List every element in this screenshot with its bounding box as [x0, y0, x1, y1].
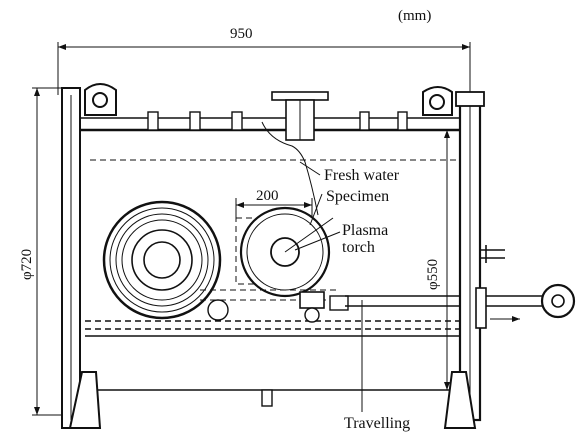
- left-viewport: [102, 200, 222, 320]
- fresh-water-label: Fresh water: [324, 167, 400, 184]
- width-dimension-label: 950: [230, 26, 253, 42]
- width-dimension: [57, 42, 471, 95]
- lifting-lug-right: [422, 86, 453, 116]
- torch-label: torch: [342, 239, 375, 256]
- specimen-viewport: [235, 206, 334, 298]
- inner-diameter-label: φ550: [425, 259, 441, 290]
- torch-carriage: [207, 291, 349, 323]
- window-dimension: [235, 198, 313, 218]
- top-ports: [147, 111, 408, 131]
- plasma-label: Plasma: [342, 222, 388, 239]
- left-flange: [61, 87, 81, 429]
- leader-lines: [294, 161, 363, 412]
- specimen-label: Specimen: [326, 188, 389, 205]
- outer-diameter-label: φ720: [19, 249, 35, 280]
- support-legs: [68, 371, 477, 429]
- specimen-guides: [200, 289, 340, 301]
- window-dimension-label: 200: [256, 188, 279, 204]
- unit-label: (mm): [398, 8, 431, 24]
- right-flange: [455, 91, 487, 422]
- inner-diameter-dimension: [444, 130, 450, 390]
- travelling-rail: [85, 320, 460, 337]
- water-surface: [90, 121, 460, 216]
- lifting-lug-left: [84, 83, 117, 116]
- outer-diameter-dimension: [32, 87, 62, 416]
- top-nozzle: [271, 91, 329, 141]
- travelling-label: Travelling: [344, 415, 410, 432]
